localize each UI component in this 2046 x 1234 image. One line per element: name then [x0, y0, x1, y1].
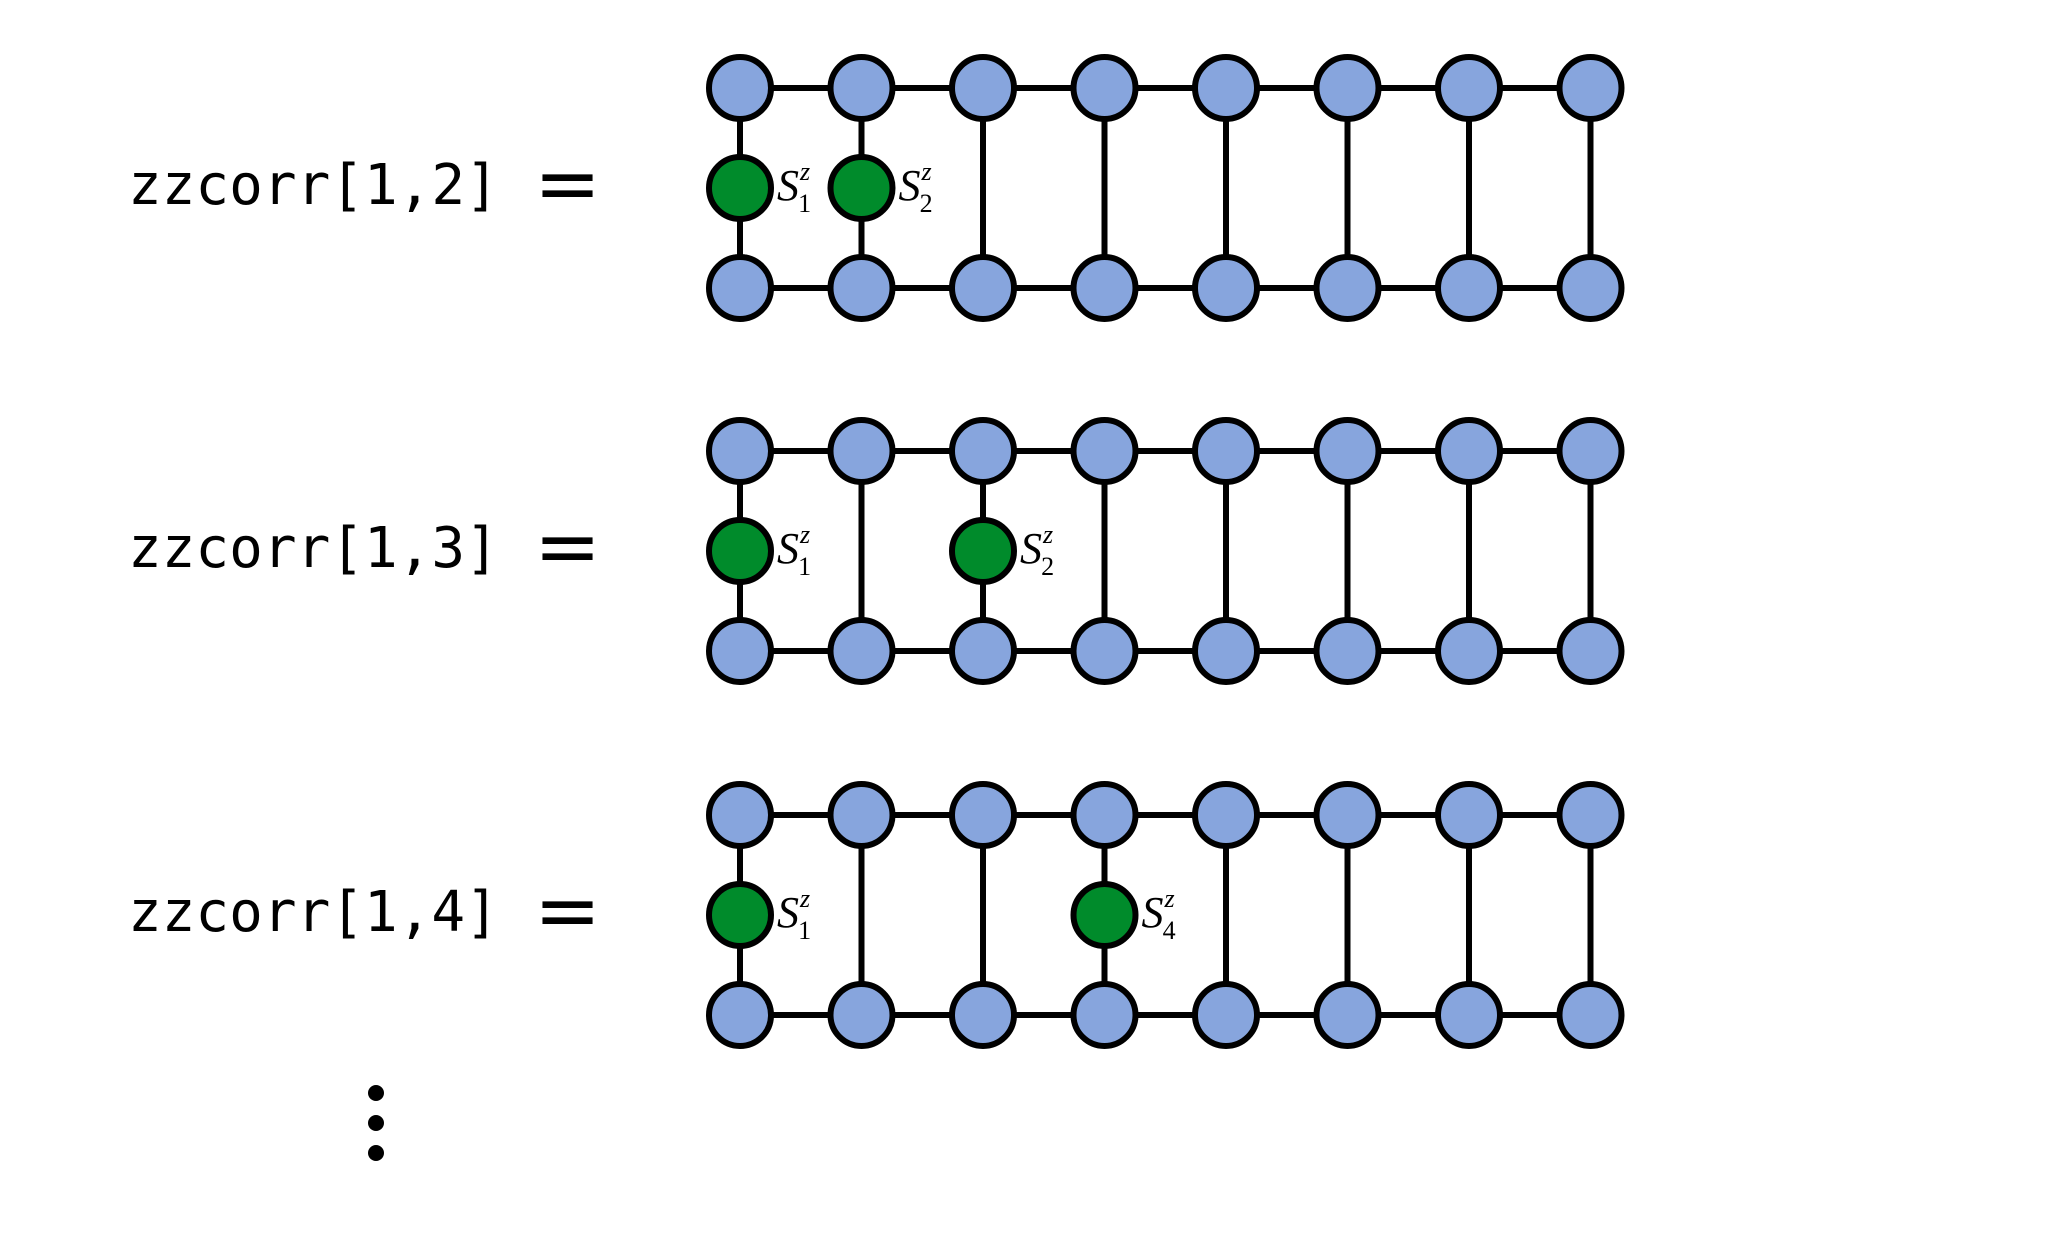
site-node [1556, 254, 1625, 322]
site-node [827, 981, 896, 1049]
ellipsis-dot [368, 1085, 384, 1101]
operator-label: Sz2 [1020, 520, 1055, 581]
site-node [706, 254, 774, 322]
site-node [1313, 781, 1382, 849]
highlighted-site-node [706, 517, 774, 585]
site-node [1070, 254, 1139, 322]
operator-label: Sz1 [777, 157, 812, 218]
site-node [1556, 981, 1625, 1049]
highlighted-site-node [706, 881, 774, 949]
site-node [706, 981, 774, 1049]
site-node [827, 617, 896, 685]
site-node [1070, 617, 1139, 685]
highlighted-site-node [1070, 881, 1139, 949]
operator-label: Sz1 [777, 520, 812, 581]
site-node [1435, 254, 1503, 322]
site-node [1435, 781, 1503, 849]
site-node [706, 417, 774, 485]
highlighted-site-node [949, 517, 1017, 585]
site-node [949, 254, 1017, 322]
site-node [706, 617, 774, 685]
ellipsis-dot [368, 1145, 384, 1161]
operator-label: Sz4 [1141, 884, 1176, 945]
site-node [1070, 781, 1139, 849]
site-node [827, 781, 896, 849]
expression-label: zzcorr[1,4] [128, 880, 499, 945]
expression-label: zzcorr[1,2] [128, 153, 499, 218]
site-node [1313, 617, 1382, 685]
site-node [827, 254, 896, 322]
site-node [949, 617, 1017, 685]
site-node [1192, 781, 1260, 849]
site-node [1313, 54, 1382, 122]
site-node [1313, 981, 1382, 1049]
site-node [1070, 981, 1139, 1049]
site-node [949, 417, 1017, 485]
highlighted-site-node [706, 154, 774, 222]
operator-label: Sz2 [898, 157, 933, 218]
site-node [1435, 981, 1503, 1049]
vertical-ellipsis [368, 1085, 388, 1175]
site-node [949, 981, 1017, 1049]
equals-sign: = [534, 137, 602, 230]
expression-label: zzcorr[1,3] [128, 516, 499, 581]
site-node [1556, 54, 1625, 122]
site-node [706, 54, 774, 122]
equals-sign: = [534, 864, 602, 957]
highlighted-site-node [827, 154, 896, 222]
site-node [1435, 417, 1503, 485]
site-node [949, 781, 1017, 849]
site-node [1556, 417, 1625, 485]
site-node [1435, 617, 1503, 685]
site-node [1435, 54, 1503, 122]
site-node [1192, 54, 1260, 122]
ellipsis-dot [368, 1115, 384, 1131]
equals-sign: = [534, 500, 602, 593]
site-node [1192, 254, 1260, 322]
site-node [1070, 54, 1139, 122]
site-node [1192, 617, 1260, 685]
site-node [1192, 981, 1260, 1049]
site-node [1556, 781, 1625, 849]
site-node [1070, 417, 1139, 485]
site-node [827, 417, 896, 485]
site-node [1313, 254, 1382, 322]
operator-label: Sz1 [777, 884, 812, 945]
site-node [827, 54, 896, 122]
site-node [949, 54, 1017, 122]
site-node [1556, 617, 1625, 685]
site-node [1192, 417, 1260, 485]
site-node [706, 781, 774, 849]
site-node [1313, 417, 1382, 485]
